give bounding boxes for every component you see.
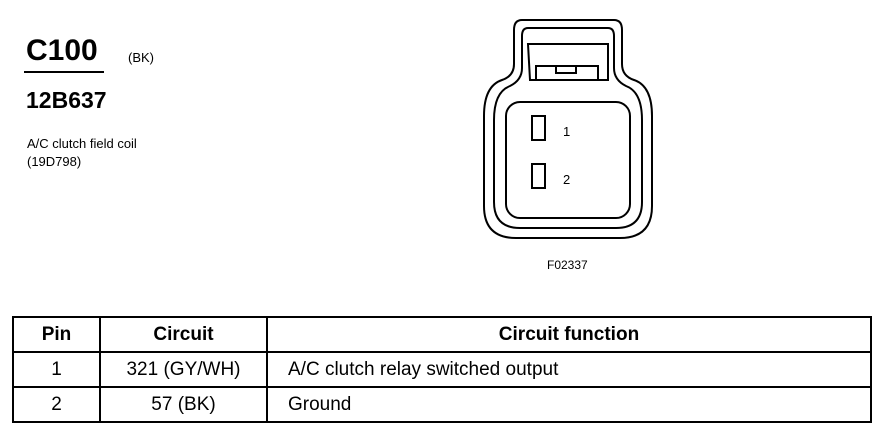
pin-2-terminal xyxy=(531,163,546,189)
connector-id: C100 xyxy=(26,34,98,67)
connector-diagram xyxy=(483,19,653,239)
table-row: 1 321 (GY/WH) A/C clutch relay switched … xyxy=(12,351,872,388)
circuit-cell: 57 (BK) xyxy=(99,386,268,423)
column-header-pin: Pin xyxy=(12,316,101,353)
table-row: 2 57 (BK) Ground xyxy=(12,386,872,423)
description-line-1: A/C clutch field coil xyxy=(27,136,137,151)
figure-code: F02337 xyxy=(547,258,588,272)
connector-face xyxy=(505,101,631,219)
pin-1-label: 1 xyxy=(563,124,571,139)
circuit-cell: 321 (GY/WH) xyxy=(99,351,268,388)
connector-color: (BK) xyxy=(128,50,154,65)
connector-inner-shell xyxy=(493,27,643,229)
locking-tab-rib xyxy=(555,66,577,74)
locking-tab xyxy=(526,43,609,81)
circuit-function-cell: A/C clutch relay switched output xyxy=(266,351,872,388)
pin-2-label: 2 xyxy=(563,172,571,187)
table-header-row: Pin Circuit Circuit function xyxy=(12,316,872,353)
pinout-table: Pin Circuit Circuit function 1 321 (GY/W… xyxy=(12,316,872,423)
part-number: 12B637 xyxy=(26,87,107,113)
pin-cell: 2 xyxy=(12,386,101,423)
component-description: A/C clutch field coil (19D798) xyxy=(27,135,137,171)
connector-outer-shell xyxy=(483,19,653,239)
pin-1-terminal xyxy=(531,115,546,141)
connector-id-underline xyxy=(24,71,104,73)
column-header-circuit-function: Circuit function xyxy=(266,316,872,353)
circuit-function-cell: Ground xyxy=(266,386,872,423)
locking-tab-notch xyxy=(535,65,599,81)
description-line-2: (19D798) xyxy=(27,154,82,169)
column-header-circuit: Circuit xyxy=(99,316,268,353)
pin-cell: 1 xyxy=(12,351,101,388)
